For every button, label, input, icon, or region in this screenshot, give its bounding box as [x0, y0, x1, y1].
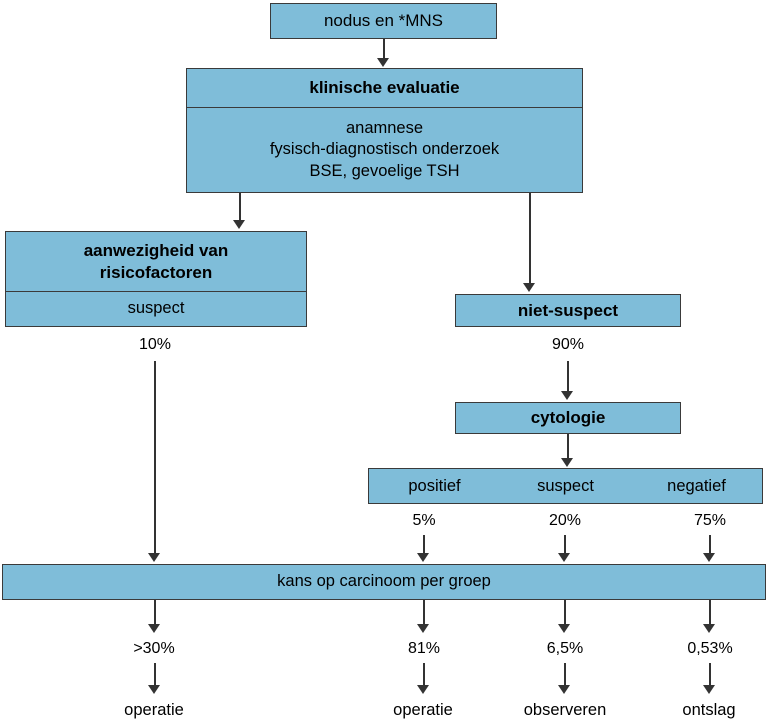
arrowhead-cytologie-to-results	[561, 458, 573, 467]
klinische-body-line-1: anamnese	[345, 119, 424, 138]
node-cytologie-label: cytologie	[530, 408, 606, 428]
risicofactoren-header-line-1: aanwezigheid van	[83, 240, 229, 260]
klinische-body-line-3: BSE, gevoelige TSH	[309, 161, 460, 180]
edge-label-risk-suspect: 6,5%	[546, 640, 584, 657]
edge-label-cyt-suspect-pct: 20%	[548, 512, 582, 529]
node-risicofactoren-body: suspect	[127, 299, 185, 318]
arrowhead-niet-suspect-to-cytologie	[561, 391, 573, 400]
cytologie-result-suspect-label: suspect	[537, 476, 594, 495]
outcome-suspect: observeren	[523, 701, 607, 719]
klinische-body-line-2: fysisch-diagnostisch onderzoek	[269, 140, 500, 159]
arrowhead-left-risk-to-outcome	[148, 685, 160, 694]
node-risicofactoren-header: aanwezigheid van risicofactoren	[6, 232, 306, 292]
edge-label-negatief-pct: 75%	[693, 512, 727, 529]
connector-cytologie-to-results	[567, 434, 569, 459]
connector-positief-risk-to-outcome	[423, 663, 425, 687]
edge-label-positief-pct: 5%	[412, 512, 436, 529]
arrowhead-positief-risk-to-outcome	[417, 685, 429, 694]
connector-kans-to-positief-risk	[423, 600, 425, 626]
arrowhead-klinische-to-risicofactoren	[233, 220, 245, 229]
arrowhead-positief-to-kans	[417, 553, 429, 562]
arrowhead-kans-to-left-risk	[148, 624, 160, 633]
node-kans-op-carcinoom: kans op carcinoom per groep	[2, 564, 766, 600]
edge-label-risk-left: >30%	[133, 640, 175, 657]
arrowhead-negatief-to-kans	[703, 553, 715, 562]
connector-negatief-risk-to-outcome	[709, 663, 711, 687]
connector-negatief-to-kans	[709, 535, 711, 555]
edge-label-niet-suspect-pct: 90%	[551, 336, 585, 353]
cytologie-result-positief: positief	[369, 469, 500, 503]
edge-label-risk-negatief: 0,53%	[687, 640, 733, 657]
node-cytologie-results: positief suspect negatief	[368, 468, 763, 504]
node-root: nodus en *MNS	[270, 3, 497, 39]
node-kans-op-carcinoom-label: kans op carcinoom per groep	[277, 572, 491, 591]
connector-klinische-to-risicofactoren	[239, 193, 241, 222]
node-niet-suspect-label: niet-suspect	[517, 300, 619, 320]
arrowhead-kans-to-positief-risk	[417, 624, 429, 633]
arrowhead-root-to-klinische	[377, 58, 389, 67]
outcome-negatief: ontslag	[682, 701, 736, 719]
arrowhead-kans-to-suspect-risk	[558, 624, 570, 633]
node-klinische-evaluatie: klinische evaluatie anamnese fysisch-dia…	[186, 68, 583, 193]
connector-risicofactoren-to-kans	[154, 361, 156, 555]
arrowhead-risicofactoren-to-kans	[148, 553, 160, 562]
node-klinische-evaluatie-header: klinische evaluatie	[187, 69, 582, 108]
edge-label-risk-positief: 81%	[407, 640, 441, 657]
connector-cyt-suspect-to-kans	[564, 535, 566, 555]
cytologie-result-suspect: suspect	[500, 469, 631, 503]
cytologie-result-negatief: negatief	[631, 469, 762, 503]
node-cytologie: cytologie	[455, 402, 681, 434]
arrowhead-cyt-suspect-to-kans	[558, 553, 570, 562]
connector-kans-to-suspect-risk	[564, 600, 566, 626]
edge-label-risico-pct: 10%	[138, 336, 172, 353]
arrowhead-suspect-risk-to-outcome	[558, 685, 570, 694]
node-niet-suspect: niet-suspect	[455, 294, 681, 327]
arrowhead-kans-to-negatief-risk	[703, 624, 715, 633]
node-klinische-evaluatie-body: anamnese fysisch-diagnostisch onderzoek …	[187, 108, 582, 192]
connector-klinische-to-niet-suspect	[529, 193, 531, 285]
connector-suspect-risk-to-outcome	[564, 663, 566, 687]
node-risicofactoren: aanwezigheid van risicofactoren suspect	[5, 231, 307, 327]
connector-positief-to-kans	[423, 535, 425, 555]
connector-kans-to-negatief-risk	[709, 600, 711, 626]
outcome-left: operatie	[124, 701, 184, 719]
cytologie-result-positief-label: positief	[408, 476, 461, 495]
risicofactoren-header-line-2: risicofactoren	[99, 262, 213, 282]
connector-niet-suspect-to-cytologie	[567, 361, 569, 393]
arrowhead-negatief-risk-to-outcome	[703, 685, 715, 694]
connector-kans-to-left-risk	[154, 600, 156, 626]
cytologie-result-negatief-label: negatief	[667, 476, 726, 495]
arrowhead-klinische-to-niet-suspect	[523, 283, 535, 292]
connector-left-risk-to-outcome	[154, 663, 156, 687]
outcome-positief: operatie	[393, 701, 453, 719]
node-root-label: nodus en *MNS	[323, 11, 444, 31]
connector-root-to-klinische	[383, 39, 385, 60]
